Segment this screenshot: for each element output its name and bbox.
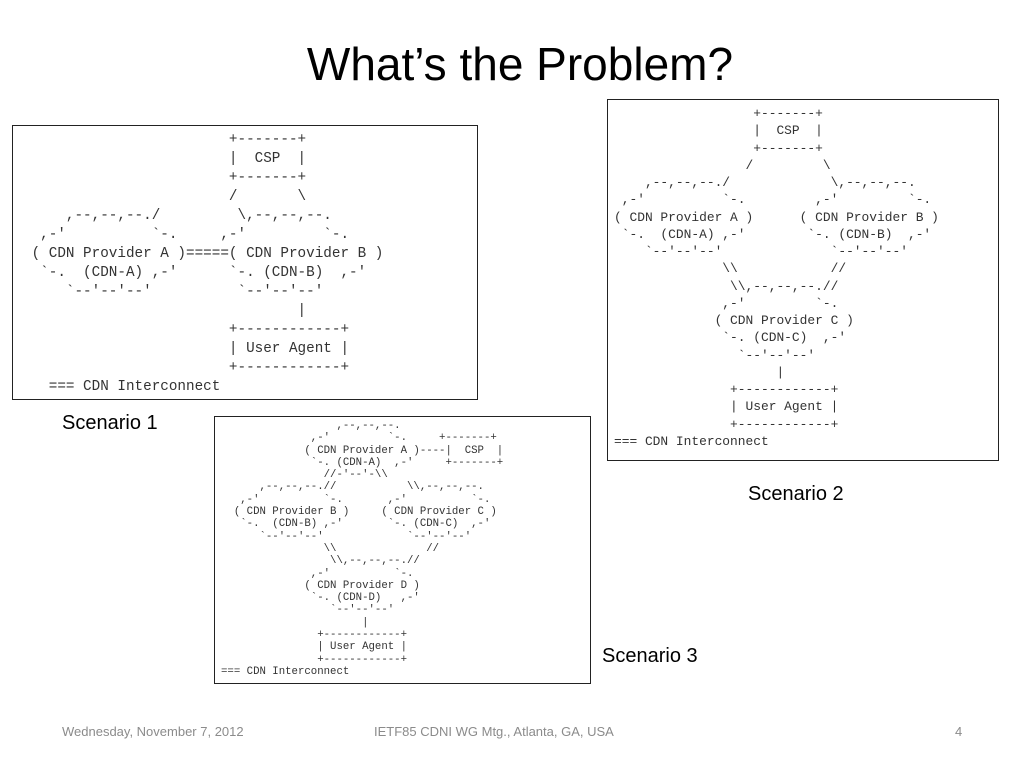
scenario-1-ascii-art: +-------+ | CSP | +-------+ / \ ,--,--,-…	[31, 132, 384, 395]
page-number: 4	[955, 724, 963, 739]
scenario-1-diagram: +-------+ | CSP | +-------+ / \ ,--,--,-…	[12, 125, 478, 400]
slide-title: What’s the Problem?	[306, 38, 734, 90]
scenario-3-ascii-art: ,--,--,--. ,-' `-. +-------+ ( CDN Provi…	[221, 420, 504, 678]
scenario-3-diagram: ,--,--,--. ,-' `-. +-------+ ( CDN Provi…	[214, 416, 591, 684]
scenario-3-caption: Scenario 3	[602, 645, 698, 667]
scenario-2-caption: Scenario 2	[748, 483, 844, 505]
footer-event: IETF85 CDNI WG Mtg., Atlanta, GA, USA	[374, 724, 614, 739]
scenario-2-ascii-art: +-------+ | CSP | +-------+ / \ ,--,--,-…	[614, 106, 939, 449]
scenario-2-diagram: +-------+ | CSP | +-------+ / \ ,--,--,-…	[607, 99, 999, 461]
footer-date: Wednesday, November 7, 2012	[62, 724, 244, 739]
scenario-1-caption: Scenario 1	[62, 412, 158, 434]
